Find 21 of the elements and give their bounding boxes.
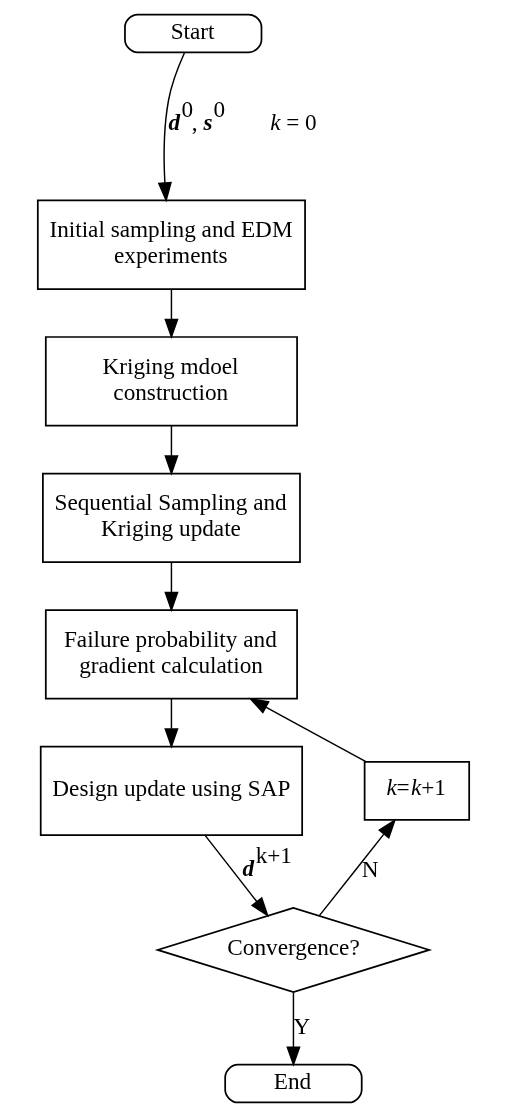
node-box: Design update using SAP [39, 745, 304, 837]
node-box: Start [124, 13, 263, 54]
arrow [248, 697, 367, 763]
node-box: Sequential Sampling and Kriging update [42, 472, 301, 563]
node-box: End [224, 1063, 363, 1104]
arrow [157, 51, 186, 203]
node-box: k=k+1 [363, 760, 471, 821]
arrow [286, 992, 301, 1067]
node-box: Kriging mdoel construction [44, 336, 298, 427]
arrow [318, 818, 397, 917]
arrow [204, 834, 269, 918]
edge-label: Y [293, 1012, 311, 1039]
node-diamond: Convergence? [154, 906, 433, 993]
arrow [164, 561, 179, 613]
arrow [164, 698, 179, 749]
node-box: Initial sampling and EDM experiments [36, 199, 306, 290]
edge-label: N [361, 856, 379, 883]
arrow [164, 288, 179, 340]
node-box: Failure probability and gradient calculation [44, 609, 298, 700]
arrow [164, 425, 179, 476]
label: k = 0 [270, 109, 317, 136]
